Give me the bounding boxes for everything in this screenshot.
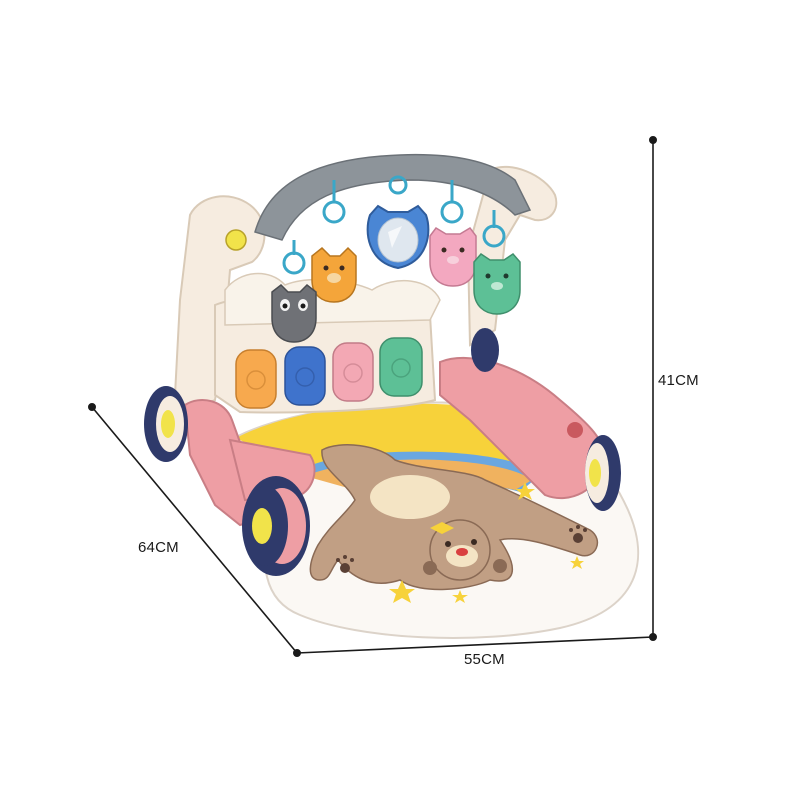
mat-sun-arc xyxy=(236,403,541,470)
mouse-toy-icon[interactable] xyxy=(429,227,477,287)
wheel-front-right xyxy=(585,435,621,511)
bow-icon xyxy=(430,522,454,534)
piano-key-blue[interactable] xyxy=(284,346,326,406)
dimension-lines xyxy=(88,136,657,657)
height-label: 41CM xyxy=(658,372,699,389)
wheel-back-left xyxy=(144,386,188,462)
piano-key-green[interactable] xyxy=(379,337,423,397)
mirror-toy-icon[interactable] xyxy=(366,204,430,270)
panda-toy-icon[interactable] xyxy=(271,284,317,343)
width-label: 55CM xyxy=(464,651,505,668)
cat-toy-icon[interactable] xyxy=(473,253,521,315)
piano-key-orange[interactable] xyxy=(235,349,277,409)
depth-label: 64CM xyxy=(138,539,179,556)
wheel-back-right xyxy=(471,328,499,372)
star-icon xyxy=(389,482,584,603)
width-dimension-line xyxy=(296,636,654,654)
hanging-toys xyxy=(271,175,521,343)
left-knob xyxy=(225,229,247,251)
depth-dimension-line xyxy=(91,406,298,654)
paw-icon xyxy=(336,525,587,573)
bear-toy-icon[interactable] xyxy=(311,246,357,303)
piano-key-pink[interactable] xyxy=(332,342,374,402)
wheel-front-left xyxy=(242,476,310,576)
toy-arch xyxy=(254,153,532,241)
bear-illustration xyxy=(309,444,599,591)
